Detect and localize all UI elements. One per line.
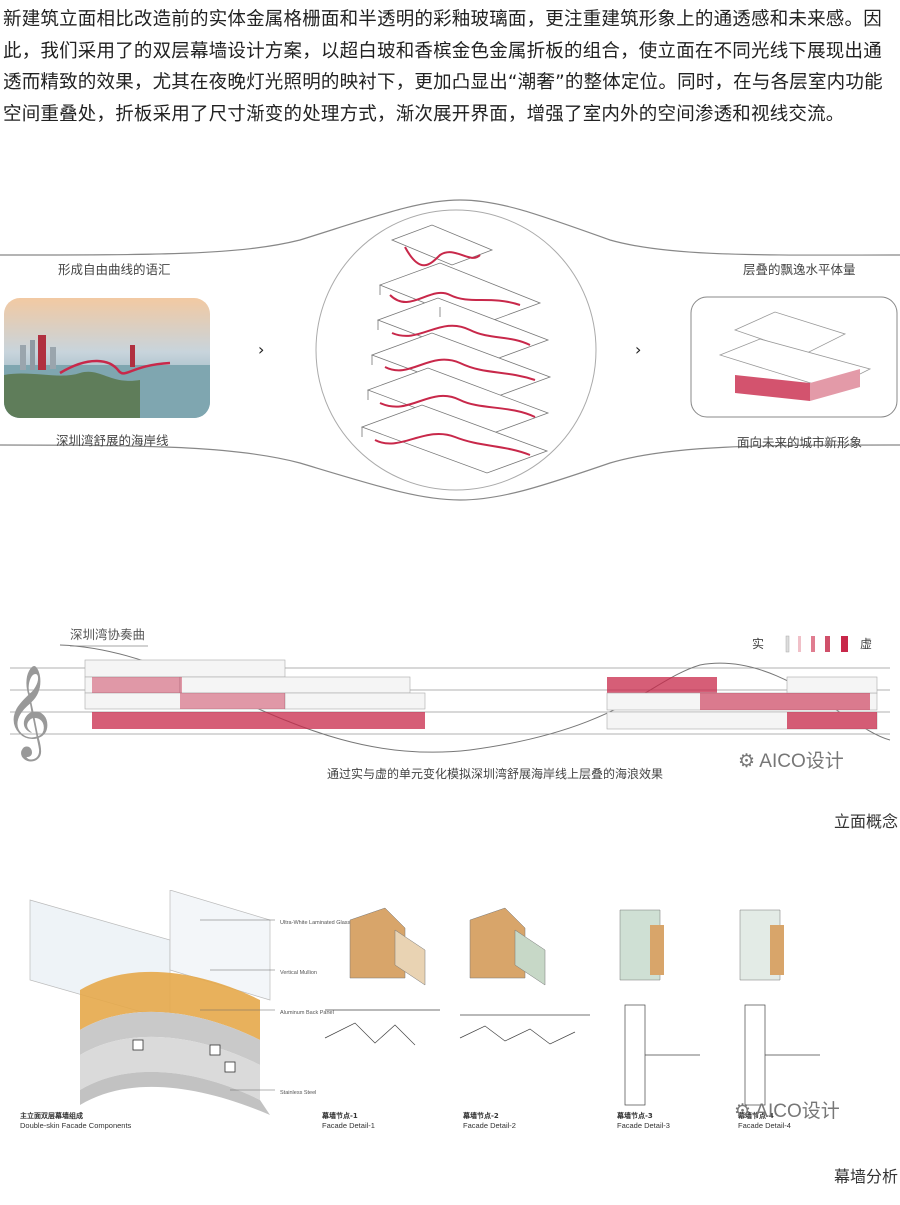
legend-void: 虚	[860, 637, 872, 651]
label-future-image: 面向未来的城市新形象	[737, 435, 862, 450]
shenzhen-bay-photo	[4, 298, 210, 418]
caption-curtain-wall-analysis: 幕墙分析	[833, 1167, 898, 1186]
detail-2-en: Facade Detail-2	[463, 1121, 516, 1130]
callout-1: Ultra-White Laminated Glass	[280, 920, 351, 926]
detail-1-cn: 幕墙节点-1	[321, 1111, 358, 1120]
double-skin-axon	[29, 889, 271, 1115]
callout-leaders	[200, 919, 275, 1091]
arrow-right: ›	[635, 340, 641, 359]
main-title-cn: 主立面双层幕墙组成	[20, 1111, 83, 1120]
caption-facade-concept: 立面概念	[833, 812, 898, 831]
callout-3: Aluminum Back Panel	[280, 1010, 334, 1016]
detail-3-cn: 幕墙节点-3	[616, 1111, 653, 1120]
stacked-floors-drawing	[360, 224, 552, 474]
curtain-wall-svg: Ultra-White Laminated Glass Vertical Mul…	[20, 889, 820, 1130]
music-staff-svg: 深圳湾协奏曲 𝄞	[4, 627, 891, 781]
arrow-left: ›	[258, 340, 264, 359]
detail-sections	[324, 1004, 820, 1106]
detail-2-cn: 幕墙节点-2	[462, 1111, 499, 1120]
envelope-bottom-curve	[0, 444, 900, 501]
red-curve-lines	[374, 246, 536, 456]
treble-clef-icon: 𝄞	[4, 664, 51, 761]
main-title-en: Double-skin Facade Components	[20, 1121, 132, 1130]
callout-4: Stainless Steel	[280, 1090, 316, 1096]
legend-gradient	[785, 635, 848, 653]
envelope-top-curve	[0, 199, 900, 256]
building-render	[690, 296, 898, 418]
detail-3-en: Facade Detail-3	[617, 1121, 670, 1130]
facade-unit-bars	[84, 659, 878, 730]
curtain-wall-analysis: Ultra-White Laminated Glass Vertical Mul…	[0, 889, 900, 1135]
legend-solid: 实	[752, 636, 764, 651]
concept-diagram-svg: › › 形成自由曲线的语汇 深圳湾舒展的海岸线 层叠的飘逸水平体量 面向未来的城…	[0, 199, 900, 501]
concerto-title: 深圳湾协奏曲	[70, 627, 145, 642]
watermark-1: ⚙ AICO设计	[738, 751, 844, 772]
label-coastline: 深圳湾舒展的海岸线	[56, 433, 169, 448]
detail-4-cn: 幕墙节点-4	[737, 1111, 774, 1120]
callout-2: Vertical Mullion	[280, 970, 317, 976]
music-caption: 通过实与虚的单元变化模拟深圳湾舒展海岸线上层叠的海浪效果	[327, 766, 663, 781]
label-free-curve: 形成自由曲线的语汇	[58, 262, 171, 277]
concept-diagram: › › 形成自由曲线的语汇 深圳湾舒展的海岸线 层叠的飘逸水平体量 面向未来的城…	[0, 195, 900, 505]
detail-isometrics	[349, 907, 784, 986]
detail-4-en: Facade Detail-4	[738, 1121, 791, 1130]
detail-1-en: Facade Detail-1	[322, 1121, 375, 1130]
intro-paragraph: 新建筑立面相比改造前的实体金属格栅面和半透明的彩釉玻璃面，更注重建筑形象上的通透…	[3, 9, 883, 125]
facade-concept-music: 深圳湾协奏曲 𝄞	[0, 620, 900, 790]
label-horizontal-volume: 层叠的飘逸水平体量	[743, 262, 856, 277]
watermark-2: ⚙ AICO设计	[734, 1101, 840, 1122]
